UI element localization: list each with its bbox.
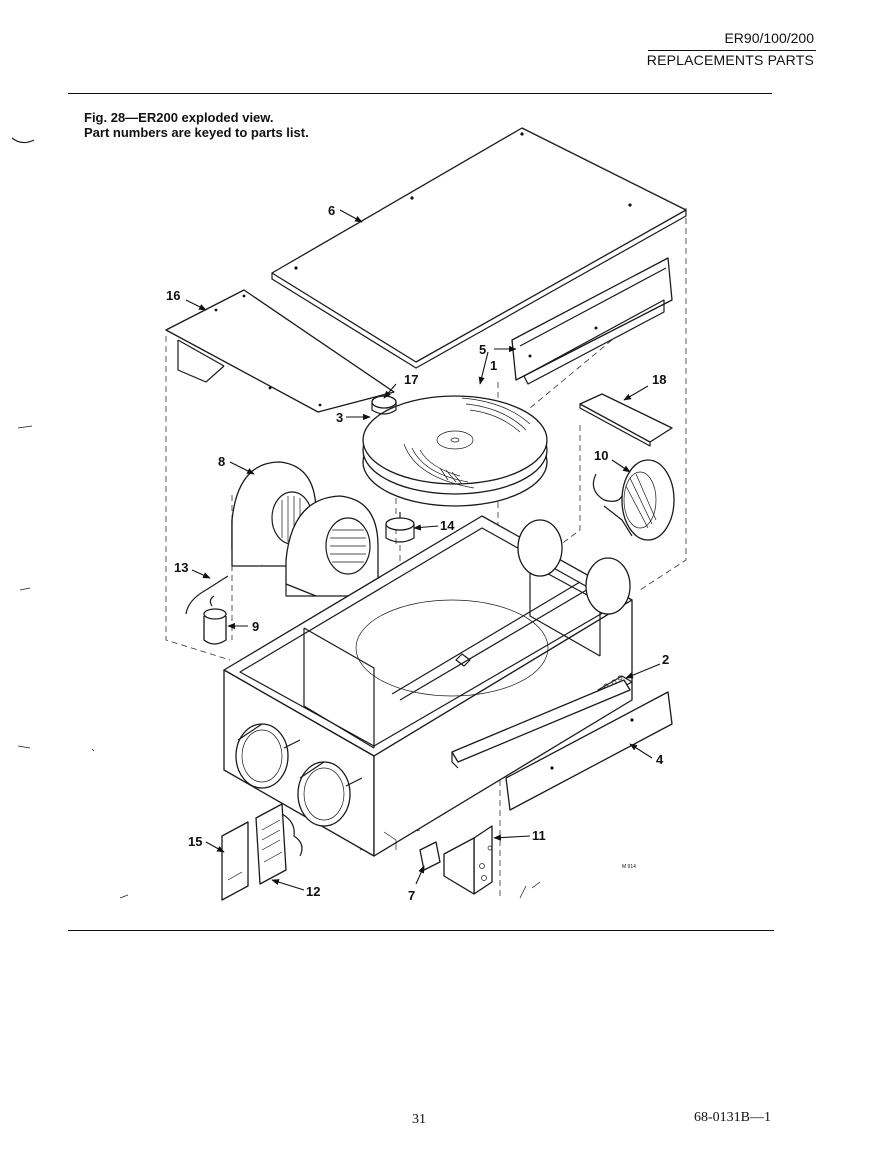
part-control-board [255,803,303,885]
part-blower-assembly [231,461,379,597]
callout-11: 11 [532,828,546,843]
figure-caption: Fig. 28—ER200 exploded view. Part number… [84,110,309,140]
callout-6: 6 [328,203,335,218]
part-heat-wheel [362,395,548,507]
callout-18: 18 [652,372,666,387]
page-number: 31 [412,1112,426,1127]
part-bearing-hub [371,395,397,415]
part-small-block [419,841,441,871]
caption-title: Fig. 28—ER200 exploded view. [84,110,274,125]
part-filter-strip [579,393,673,447]
top-rule [68,93,772,94]
callout-8: 8 [218,454,225,469]
callout-12: 12 [306,884,320,899]
callout-2: 2 [662,652,669,667]
callout-labels: 6 16 1 5 17 3 18 8 10 14 13 9 2 4 11 15 … [166,203,669,903]
scan-margin-marks [11,137,129,899]
callout-4: 4 [656,752,664,767]
caption-note: Part numbers are keyed to parts list. [84,125,309,140]
header-section-title: REPLACEMENTS PARTS [646,52,814,68]
callout-15: 15 [188,834,202,849]
callout-17: 17 [404,372,418,387]
part-mounting-bracket [443,825,493,895]
part-lower-rail [505,691,673,811]
callout-13: 13 [174,560,188,575]
callout-10: 10 [594,448,608,463]
part-damper-motor [385,512,415,543]
document-number: 68-0131B—1 [694,1110,771,1125]
part-temperature-sensor [185,575,229,615]
part-access-panel [165,289,395,413]
header-model-number: ER90/100/200 [724,30,814,46]
callout-14: 14 [440,518,455,533]
part-bracket-rail [511,257,673,385]
part-top-cover [271,127,687,369]
part-duct-collars [235,519,631,827]
part-main-cabinet [223,515,633,857]
part-wheel-drive-motor [592,459,675,541]
header-divider [648,50,816,51]
callout-16: 16 [166,288,180,303]
part-control-cover [221,821,249,901]
callout-5: 5 [479,342,486,357]
part-filter-tray [451,679,631,769]
callout-3: 3 [336,410,343,425]
bottom-rule [68,930,774,931]
part-capacitor [203,595,227,645]
callout-arrows [185,209,661,891]
callout-9: 9 [252,619,259,634]
drawing-code: M 914 [622,864,636,870]
callout-1: 1 [490,358,497,373]
callout-7: 7 [408,888,415,903]
scan-marks-lower [519,881,541,899]
